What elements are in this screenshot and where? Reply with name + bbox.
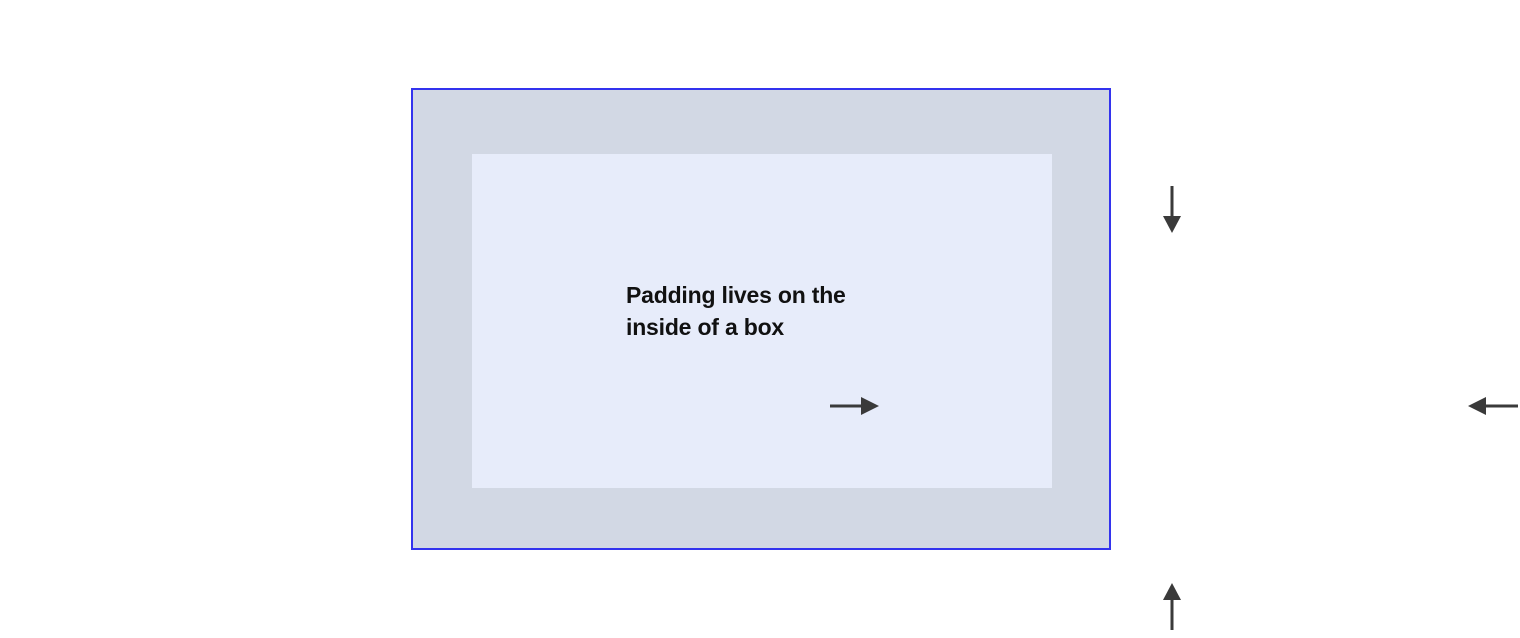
arrow-up-icon <box>1146 580 1198 634</box>
box-outer-with-padding: Padding lives on the inside of a box <box>411 88 1518 630</box>
box-content-region: Padding lives on the inside of a box <box>472 154 1052 488</box>
arrow-down-icon <box>1146 182 1198 236</box>
arrow-right-icon <box>827 386 881 426</box>
content-label-text: Padding lives on the inside of a box <box>626 282 846 340</box>
arrow-left-icon <box>1465 386 1520 426</box>
